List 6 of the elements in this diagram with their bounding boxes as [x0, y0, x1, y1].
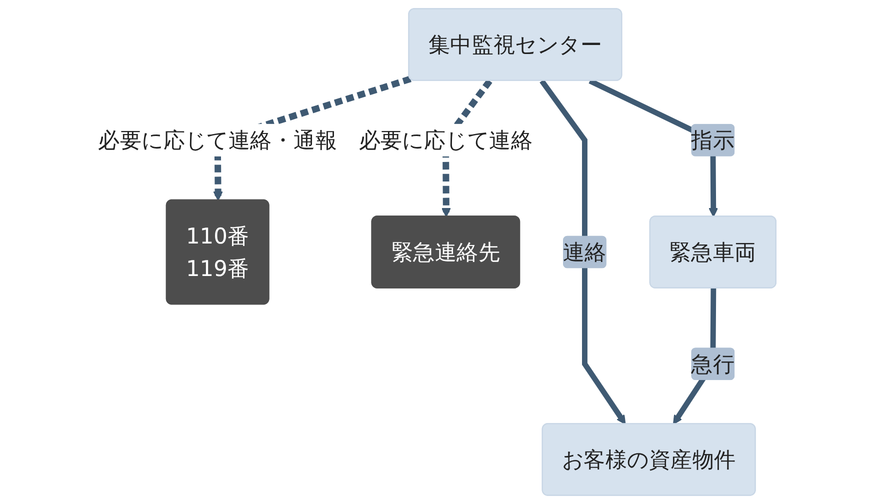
arrow: [540, 79, 626, 425]
edge-label: 必要に応じて連絡: [358, 127, 533, 154]
edge-label: 必要に応じて連絡・通報: [98, 127, 338, 154]
edge-label: 指示: [691, 127, 735, 154]
edge-label: 連絡: [563, 238, 606, 266]
edge-label: 急行: [691, 350, 735, 377]
